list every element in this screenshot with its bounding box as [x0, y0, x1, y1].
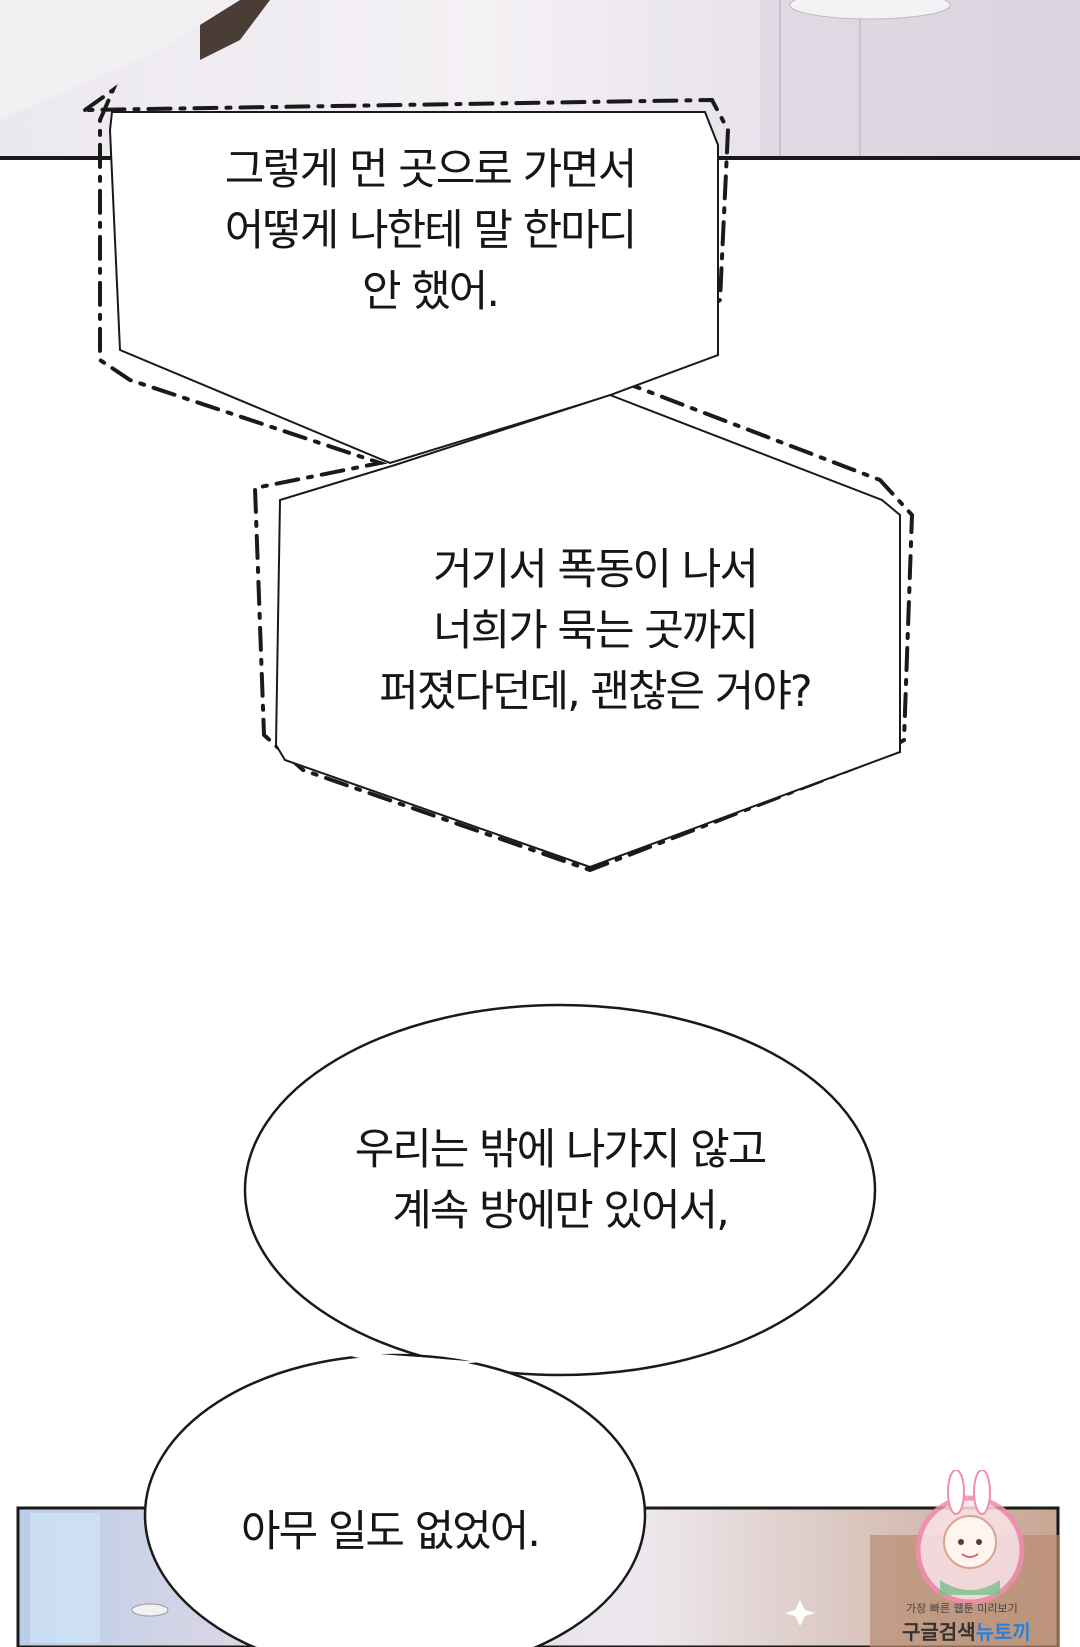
watermark-search-label: 구글검색	[902, 1620, 976, 1644]
speech-bubble-3-text: 우리는 밖에 나가지 않고 계속 방에만 있어서,	[354, 1125, 768, 1236]
speech-bubble-2-text: 거기서 폭동이 나서 너희가 묵는 곳까지 퍼졌다던데, 괜찮은 거야?	[379, 545, 812, 717]
watermark-search-line: 구글검색뉴토끼	[902, 1616, 1031, 1645]
watermark-site-name: 뉴토끼	[975, 1620, 1031, 1644]
watermark-tagline: 가장 빠른 웹툰 미리보기	[906, 1602, 1018, 1615]
speech-bubble-4-text: 아무 일도 없었어.	[241, 1507, 541, 1557]
newtoki-mascot-logo	[915, 1470, 1025, 1605]
speech-bubble-1-text: 그렇게 먼 곳으로 가면서 어떻게 나한테 말 한마디 안 했어.	[224, 145, 638, 317]
